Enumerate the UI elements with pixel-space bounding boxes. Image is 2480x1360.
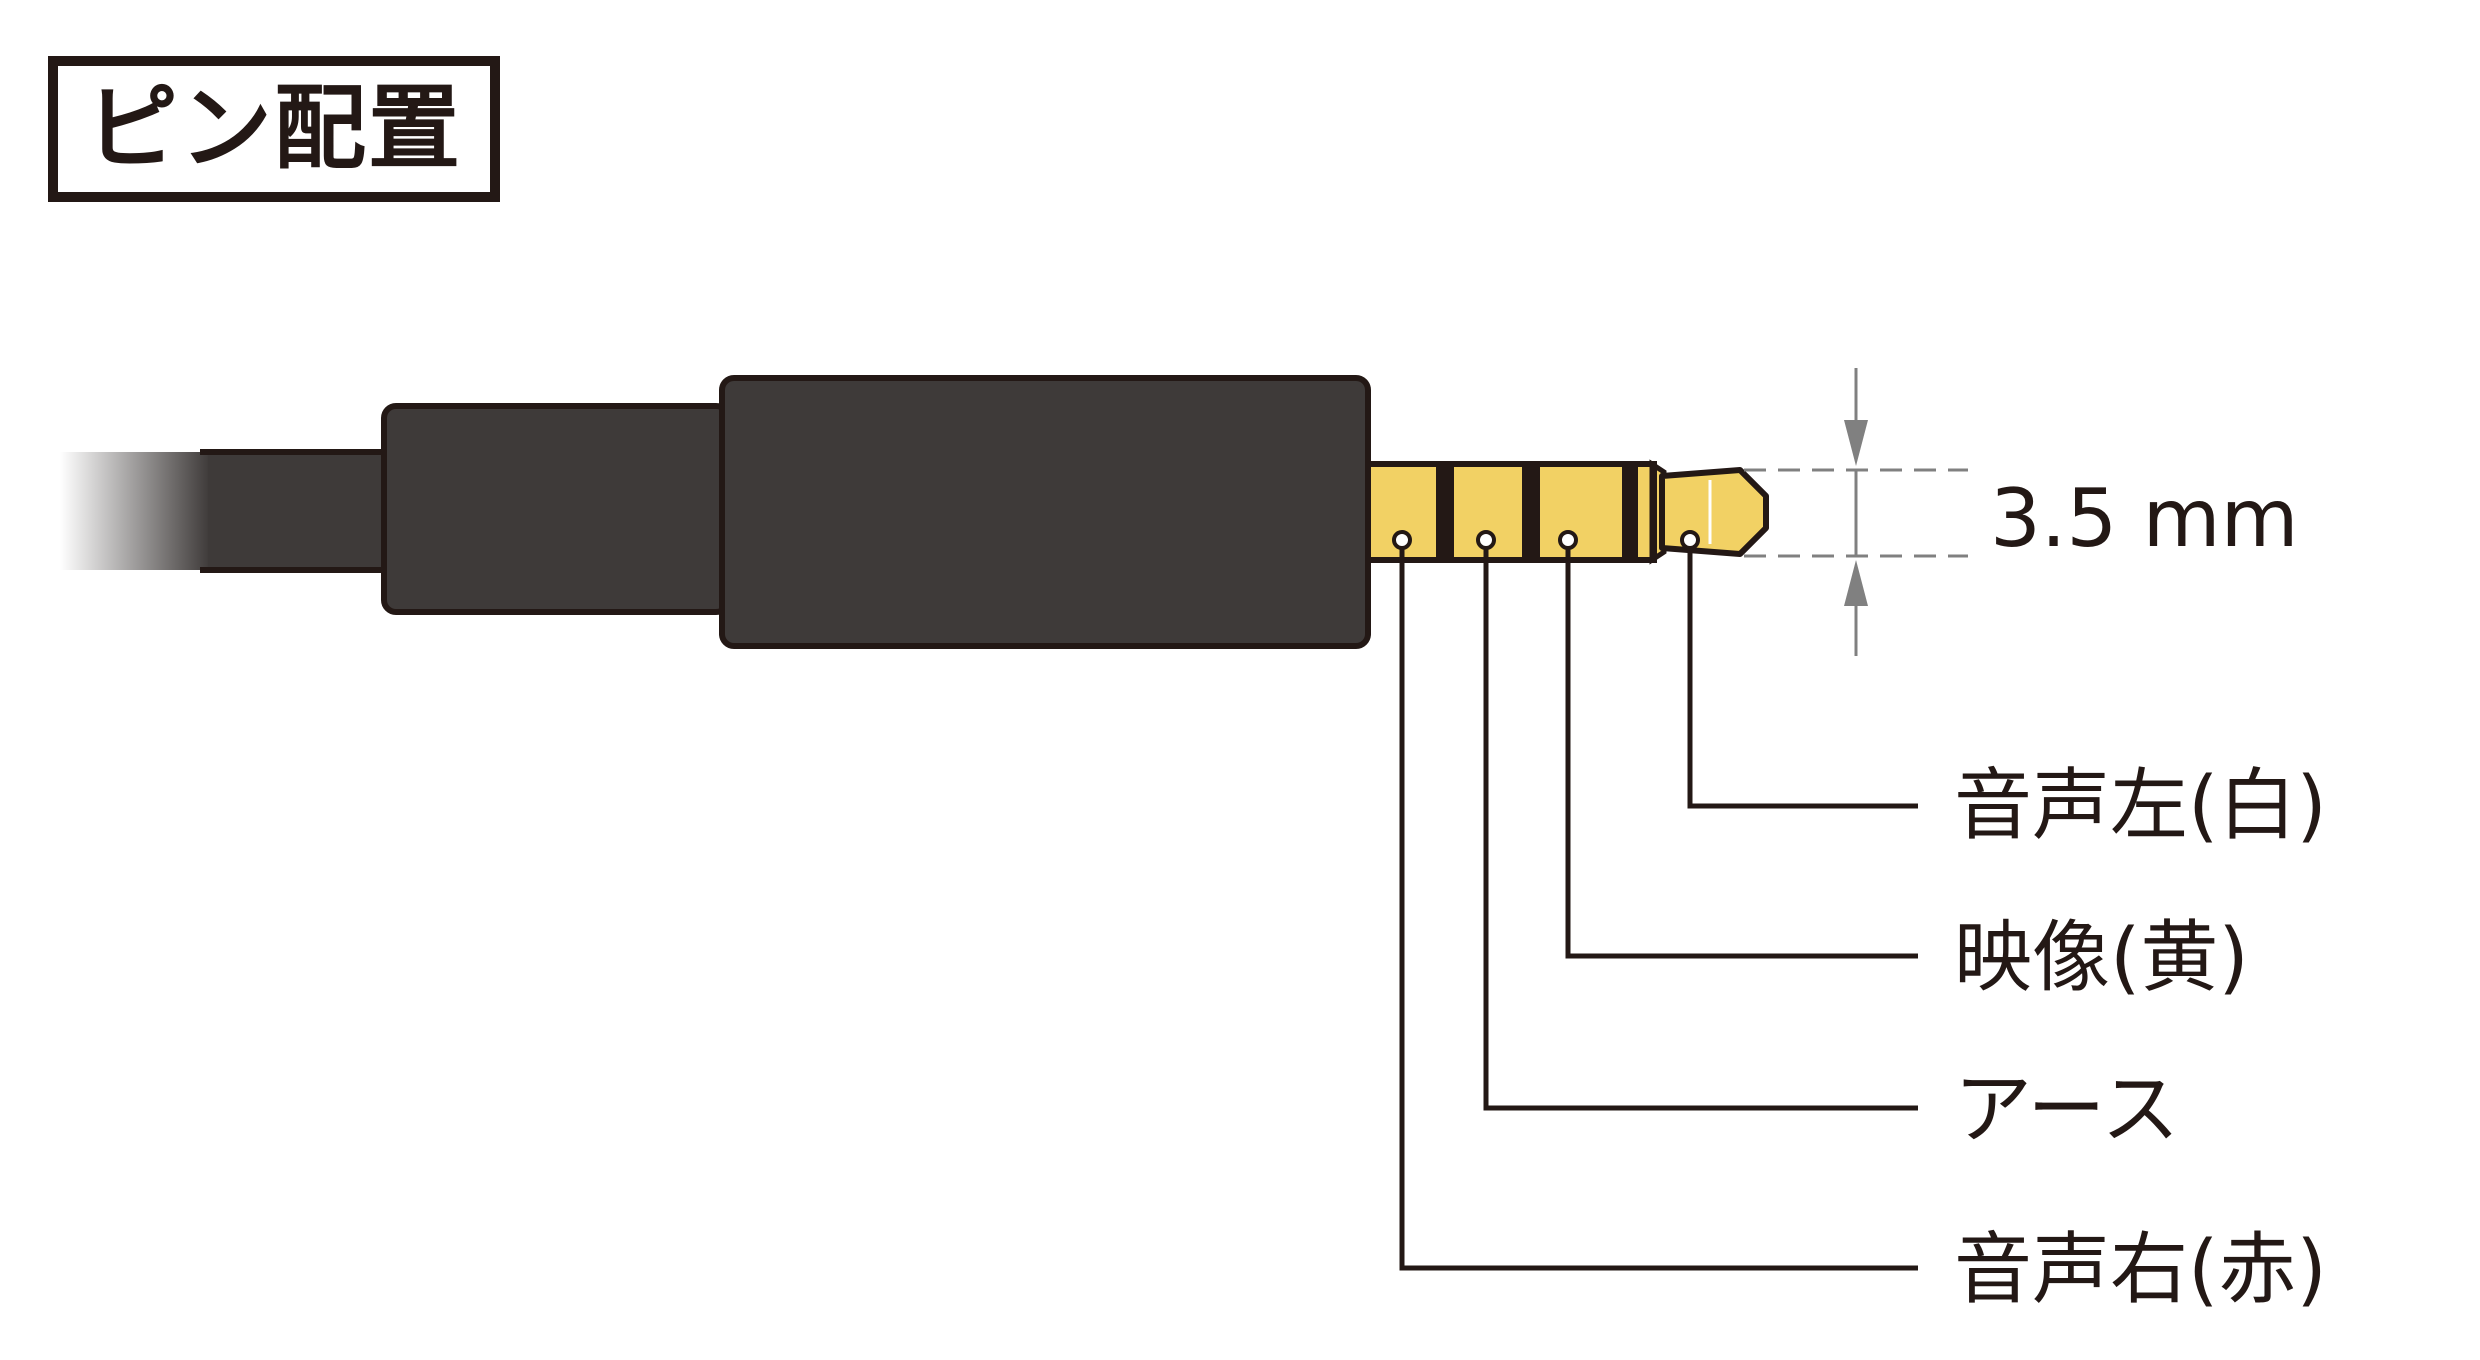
pin-label-ground: アース xyxy=(1954,1065,2179,1155)
insulator-1 xyxy=(1436,464,1456,560)
pin-dot-right xyxy=(1392,530,1412,550)
dimension-arrow-down xyxy=(1844,420,1868,466)
leader-ground xyxy=(1483,548,1918,1111)
pin-dot-left xyxy=(1680,530,1700,550)
plug-housing xyxy=(719,375,1371,649)
strain-relief xyxy=(381,403,731,615)
pin-label-video: 映像(黄) xyxy=(1954,913,2249,1003)
pin-label-left: 音声左(白) xyxy=(1954,761,2327,851)
cable-fade xyxy=(60,452,210,570)
leader-video xyxy=(1565,548,1918,959)
pin-dot-video xyxy=(1558,530,1578,550)
ring-3 xyxy=(1540,464,1624,560)
cable xyxy=(208,452,398,570)
insulator-3 xyxy=(1622,464,1640,560)
dimension-label: 3.5 mm xyxy=(1990,472,2299,565)
pin-label-right: 音声右(赤) xyxy=(1954,1225,2327,1315)
rings-outline xyxy=(1365,461,1657,563)
page-title: ピン配置 xyxy=(85,75,462,182)
leader-left xyxy=(1687,548,1918,809)
dimension-arrow-up xyxy=(1844,560,1868,606)
insulator-2 xyxy=(1522,464,1542,560)
leader-right xyxy=(1399,548,1918,1271)
title-box: ピン配置 xyxy=(48,56,500,202)
pin-dot-ground xyxy=(1476,530,1496,550)
plug-tip xyxy=(1659,467,1769,557)
